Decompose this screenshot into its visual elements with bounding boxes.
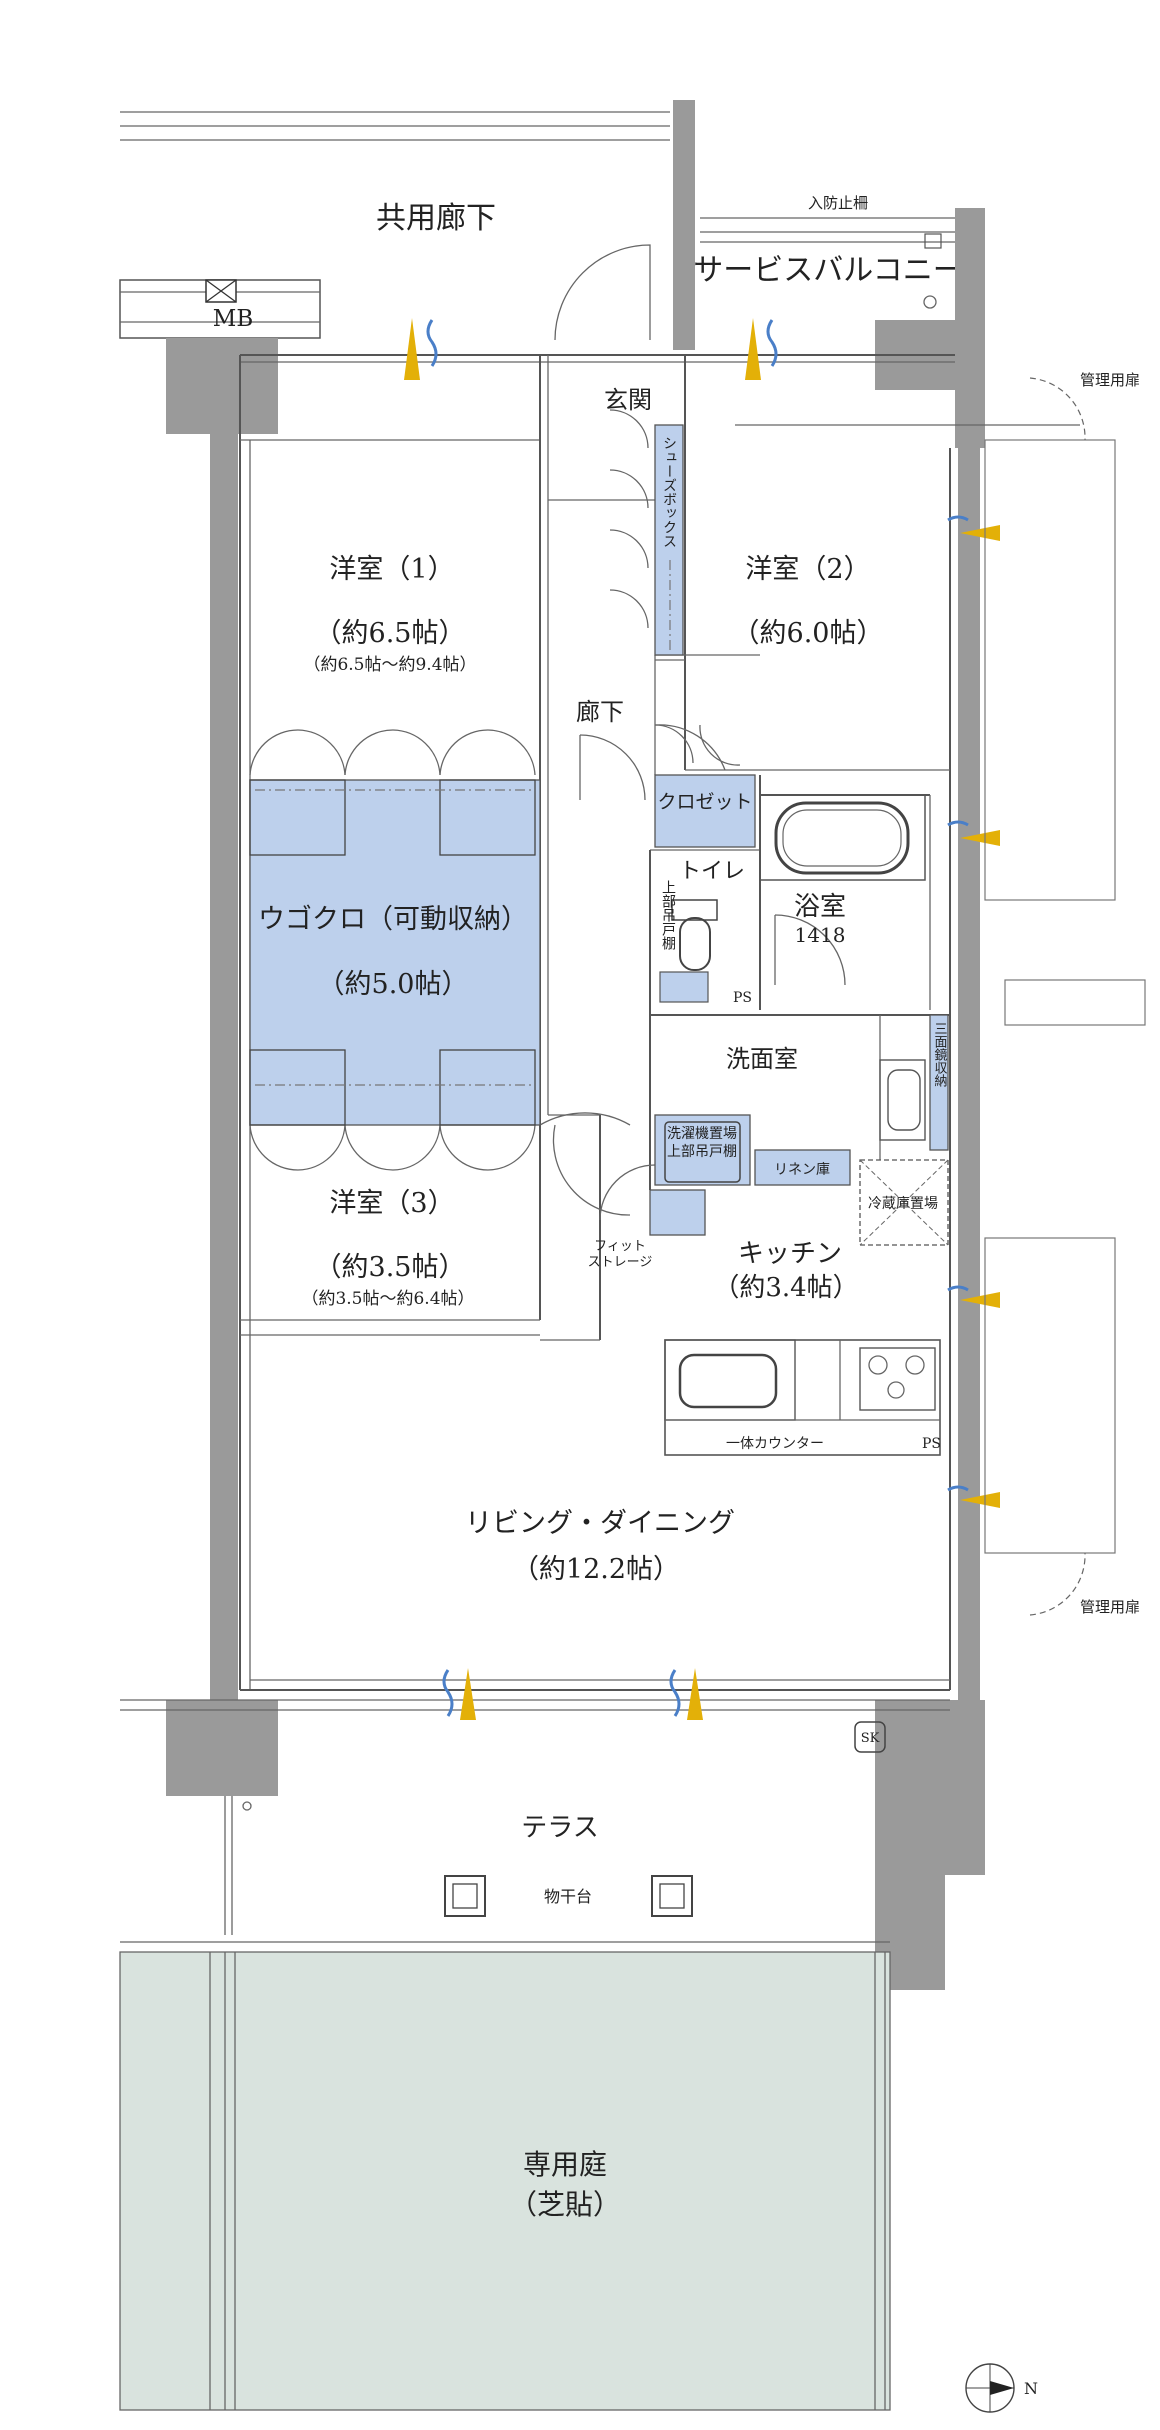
toilet-icon xyxy=(671,899,718,971)
wind-icon xyxy=(426,319,969,1717)
washer-label-1: 洗濯機置場 xyxy=(667,1126,737,1142)
toilet-label: トイレ xyxy=(679,859,745,884)
mb-box xyxy=(205,279,237,303)
garden-rails xyxy=(120,1941,890,2410)
walkin-size: （約5.0帖） xyxy=(318,969,469,1000)
kitchen-size: （約3.4帖） xyxy=(713,1273,858,1303)
walkin-closet-area xyxy=(249,779,541,1126)
room1-name: 洋室（1） xyxy=(329,554,454,585)
linen-label: リネン庫 xyxy=(774,1161,830,1178)
room3-size: （約3.5帖） xyxy=(315,1252,466,1283)
room3-name: 洋室（3） xyxy=(329,1188,454,1219)
washer-area xyxy=(654,1114,751,1186)
room2-size: （約6.0帖） xyxy=(733,618,884,649)
fridge-area xyxy=(859,1159,949,1246)
toilet-storage xyxy=(659,971,709,1003)
drying-stand-icon xyxy=(444,1875,693,1917)
closet-area xyxy=(654,774,756,848)
corridor-rail xyxy=(119,111,670,339)
counter-label: 一体カウンター xyxy=(726,1436,824,1452)
linen-area xyxy=(754,1149,851,1186)
fit-storage-label-2: ストレージ xyxy=(588,1255,653,1270)
mirror-storage-area xyxy=(929,1014,949,1151)
upper-shelf-label: 上部吊戸棚 xyxy=(660,880,676,950)
room1-range: （約6.5帖～約9.4帖） xyxy=(303,655,476,675)
bath-size: 1418 xyxy=(795,923,846,947)
corridor-label: 共用廊下 xyxy=(376,201,496,236)
washer-icon xyxy=(664,1121,741,1183)
mirror-storage-label: 三面鏡収納 xyxy=(932,1022,948,1088)
kitchen-counter xyxy=(664,1339,941,1456)
walls xyxy=(166,100,985,1990)
garden-sub-label: （芝貼） xyxy=(509,2188,621,2221)
bath-name: 浴室 xyxy=(794,892,846,922)
closet-doors xyxy=(249,729,536,1171)
room2-name: 洋室（2） xyxy=(745,554,870,585)
walkin-name: ウゴクロ（可動収納） xyxy=(258,904,528,935)
drying-stand-label: 物干台 xyxy=(544,1887,592,1906)
closet-label: クロゼット xyxy=(657,791,752,813)
service-balcony-label: サービスバルコニー xyxy=(693,253,962,288)
terrace-label: テラス xyxy=(521,1813,598,1843)
management-door-bottom-label: 管理用扉 xyxy=(1080,1598,1140,1616)
hallway-label: 廊下 xyxy=(576,698,624,726)
room1-size: （約6.5帖） xyxy=(315,618,466,649)
ldk-name: リビング・ダイニング xyxy=(465,1508,735,1539)
ps-bottom-label: PS xyxy=(922,1436,941,1452)
vent-arrow-icon xyxy=(404,318,1000,1720)
doors xyxy=(539,244,1080,1221)
mb-label: MB xyxy=(213,306,253,332)
shoes-box-label: シューズボックス xyxy=(661,436,677,548)
shoes-box-area xyxy=(654,424,684,656)
fridge-label: 冷蔵庫置場 xyxy=(868,1195,938,1212)
washroom-label: 洗面室 xyxy=(726,1045,798,1073)
fit-storage-area xyxy=(649,1189,706,1236)
ps-top-label: PS xyxy=(733,990,752,1006)
management-door-top-label: 管理用扉 xyxy=(1080,371,1140,389)
bathtub-icon xyxy=(759,794,926,881)
kitchen-name: キッチン xyxy=(738,1239,842,1269)
entrance-label: 玄関 xyxy=(604,386,652,414)
north-label: N xyxy=(1024,2379,1038,2398)
service-balcony-rail xyxy=(700,217,955,309)
sk-label: SK xyxy=(861,1731,880,1746)
garden-name-label: 専用庭 xyxy=(523,2148,607,2181)
compass-icon xyxy=(965,2363,1015,2413)
management-door-top xyxy=(984,377,1116,901)
washer-label-2: 上部吊戸棚 xyxy=(667,1144,737,1160)
stove-icon xyxy=(859,1347,936,1411)
terrace-area xyxy=(224,1721,886,1935)
walkin-closet-details xyxy=(249,779,536,1126)
fit-storage-label-1: フィット xyxy=(594,1239,646,1254)
ldk-size: （約12.2帖） xyxy=(512,1554,680,1585)
fall-prevention-label: 入防止柵 xyxy=(808,194,868,212)
private-garden-area xyxy=(119,1951,891,2411)
management-door-bottom xyxy=(984,979,1146,1616)
room3-range: （約3.5帖～約6.4帖） xyxy=(301,1289,474,1309)
